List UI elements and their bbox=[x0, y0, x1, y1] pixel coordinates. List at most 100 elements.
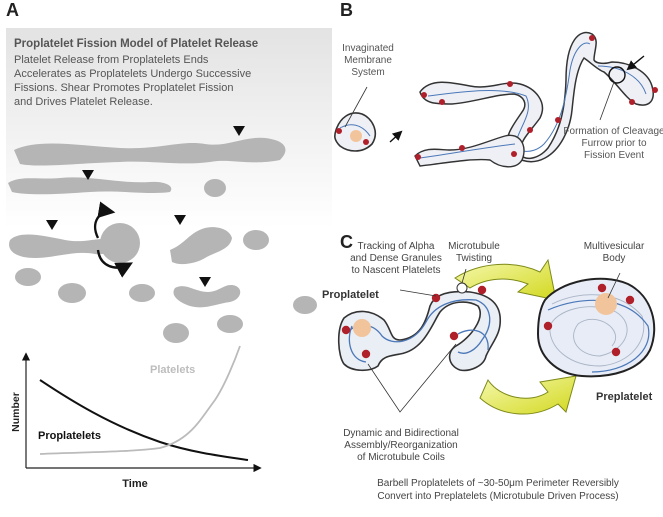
granule-b8 bbox=[589, 35, 595, 41]
granule-c9 bbox=[611, 347, 621, 357]
fission-shapes bbox=[8, 137, 317, 343]
microtubule-c2 bbox=[348, 325, 367, 363]
proplatelet-shape-2 bbox=[8, 177, 172, 195]
series-platelets-curve bbox=[39, 345, 241, 455]
panel-a-line-3: Fissions. Shear Promotes Proplatelet Fis… bbox=[14, 82, 234, 94]
platelet-dot-1 bbox=[204, 179, 226, 197]
leader-coils bbox=[367, 343, 457, 413]
caption-membrane-3: System bbox=[351, 67, 384, 78]
leader-cleavage bbox=[599, 81, 615, 121]
curved-arrow-up bbox=[93, 201, 116, 239]
microtubule-c4 bbox=[547, 299, 650, 373]
fission-triangle-2 bbox=[82, 170, 94, 180]
platelet-dot-5 bbox=[129, 284, 155, 302]
granule-b6 bbox=[527, 127, 533, 133]
fission-triangle-3 bbox=[46, 220, 58, 230]
caption-twisting-1: Microtubule bbox=[448, 241, 500, 252]
lower-proplatelet-body bbox=[414, 134, 525, 168]
caption-cleavage-2: Furrow prior to bbox=[581, 138, 646, 149]
granule-c8 bbox=[625, 295, 635, 305]
leader-mvb bbox=[607, 272, 621, 299]
series-label-platelets: Platelets bbox=[150, 364, 195, 376]
granule-c7 bbox=[597, 283, 607, 293]
caption-footer-1: Barbell Proplatelets of ~30-50μm Perimet… bbox=[377, 478, 619, 489]
microtubule-b1 bbox=[339, 124, 371, 137]
caption-footer-2: Convert into Preplatelets (Microtubule D… bbox=[377, 491, 618, 502]
platelet-dot-7 bbox=[217, 315, 243, 333]
microtubule-c1 bbox=[349, 299, 491, 354]
preplatelet-body bbox=[536, 277, 656, 378]
arrow-b-left bbox=[389, 130, 403, 143]
caption-coils-1: Dynamic and Bidirectional bbox=[343, 428, 459, 439]
series-proplatelets-curve bbox=[39, 379, 249, 461]
series-label-proplatelets: Proplatelets bbox=[38, 430, 101, 442]
fission-markers bbox=[46, 126, 245, 287]
fission-triangle-4 bbox=[174, 215, 186, 225]
microtubule-c3 bbox=[457, 329, 489, 351]
mvb-c2 bbox=[595, 293, 617, 315]
granule-b5 bbox=[507, 81, 513, 87]
leader-tracking bbox=[399, 289, 437, 297]
panel-a-line-1: Platelet Release from Proplatelets Ends bbox=[14, 54, 209, 66]
caption-mvb-2: Body bbox=[603, 253, 626, 264]
circular-arrows bbox=[93, 201, 133, 278]
microtubule-network bbox=[549, 294, 645, 367]
granule-c4 bbox=[477, 285, 487, 295]
caption-twisting-2: Twisting bbox=[456, 253, 492, 264]
caption-membrane-2: Membrane bbox=[344, 55, 392, 66]
granule-b10 bbox=[629, 99, 635, 105]
panel-c-captions: Tracking of Alpha and Dense Granules to … bbox=[343, 241, 645, 502]
caption-cleavage-1: Formation of Cleavage bbox=[563, 126, 663, 137]
caption-cleavage-3: Fission Event bbox=[584, 150, 644, 161]
proplatelet-shape-1 bbox=[14, 137, 286, 166]
granule-c6 bbox=[543, 321, 553, 331]
leader-twisting bbox=[461, 268, 467, 284]
cycle-arrow-bottom bbox=[479, 375, 577, 415]
microtubule-b3 bbox=[419, 143, 516, 159]
granule-b7 bbox=[555, 117, 561, 123]
panel-c-illustration bbox=[337, 258, 656, 415]
panel-label-b: B bbox=[340, 0, 353, 20]
twist-marker bbox=[456, 282, 468, 294]
granule-b4 bbox=[439, 99, 445, 105]
caption-coils-2: Assembly/Reorganization bbox=[344, 440, 457, 451]
caption-coils-3: of Microtubule Coils bbox=[357, 452, 445, 463]
mvb-c1 bbox=[353, 319, 371, 337]
caption-membrane-1: Invaginated bbox=[342, 43, 394, 54]
caption-tracking-1: Tracking of Alpha bbox=[358, 241, 435, 252]
cycle-arrow-top bbox=[454, 258, 557, 301]
proplatelet-shape-3 bbox=[9, 234, 115, 258]
granule-c1 bbox=[341, 325, 351, 335]
label-preplatelet: Preplatelet bbox=[596, 391, 653, 403]
platelet-dot-2 bbox=[243, 230, 269, 250]
platelet-large bbox=[100, 223, 140, 263]
granule-c3 bbox=[431, 293, 441, 303]
platelet-dot-4 bbox=[58, 283, 86, 303]
platelet-dot-6 bbox=[163, 323, 189, 343]
panel-a-title: Proplatelet Fission Model of Platelet Re… bbox=[14, 38, 259, 50]
granule-c5 bbox=[449, 331, 459, 341]
panel-b-illustration bbox=[334, 31, 658, 168]
fission-triangle-1 bbox=[233, 126, 245, 136]
proplatelet-shape-4 bbox=[170, 227, 232, 265]
granule-b2 bbox=[363, 139, 369, 145]
panel-label-a: A bbox=[6, 0, 19, 20]
granule-b3 bbox=[421, 92, 427, 98]
platelet-dot-3 bbox=[15, 268, 41, 286]
panel-a-description: Platelet Release from Proplatelets Ends … bbox=[14, 53, 314, 109]
granule-b1 bbox=[336, 128, 342, 134]
cleavage-circle bbox=[608, 66, 626, 84]
leader-membrane bbox=[344, 86, 368, 128]
platelet-dot-8 bbox=[293, 296, 317, 314]
caption-tracking-2: and Dense Granules bbox=[350, 253, 442, 264]
granule-b11 bbox=[415, 154, 421, 160]
granule-b13 bbox=[511, 151, 517, 157]
granule-b12 bbox=[459, 145, 465, 151]
granule-c2 bbox=[361, 349, 371, 359]
granule-b9 bbox=[652, 87, 658, 93]
panel-a-line-4: and Drives Platelet Release. bbox=[14, 96, 153, 108]
arrow-cleavage bbox=[626, 55, 645, 71]
fission-triangle-5 bbox=[199, 277, 211, 287]
release-chart: Number Time Platelets Proplatelets bbox=[10, 345, 262, 490]
